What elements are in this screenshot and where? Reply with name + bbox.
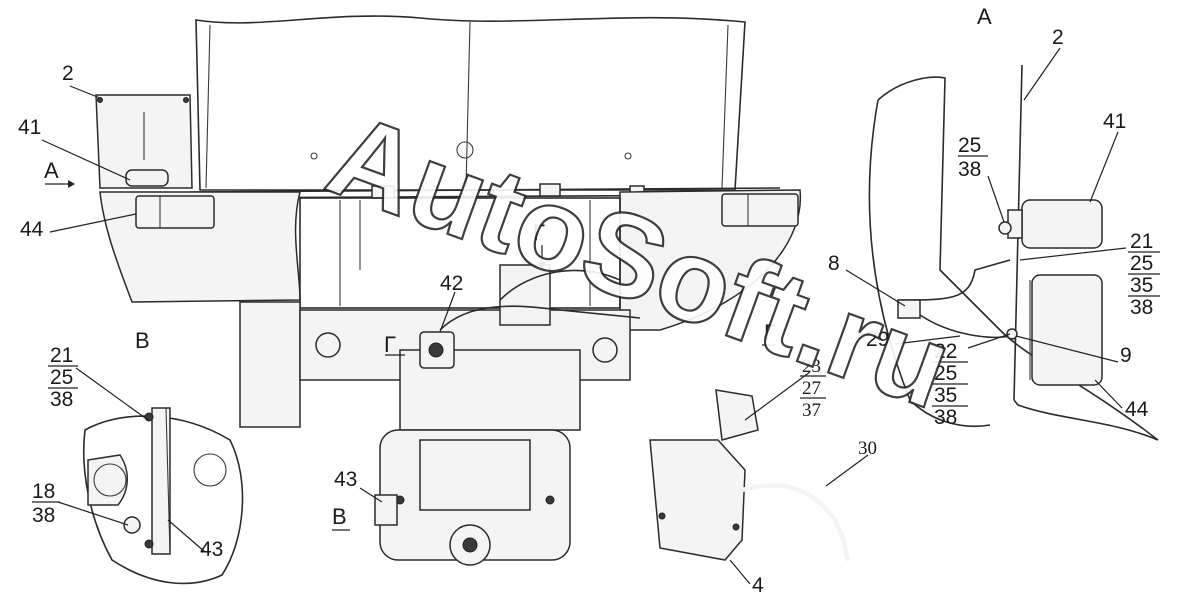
callout-9: 9 [1120, 344, 1132, 367]
callout-21-right: 21 [1130, 230, 1153, 253]
view-a-detail [868, 64, 1159, 441]
callout-2-left: 2 [62, 62, 74, 85]
callout-25-b: 25 [1130, 252, 1153, 275]
callout-29: 29 [866, 328, 889, 351]
arrow-label-v: В [332, 504, 347, 529]
callout-41-right: 41 [1103, 110, 1126, 133]
arrow-label-g-right: Г [764, 320, 776, 345]
callout-38-left: 38 [50, 388, 73, 411]
view-label-a-top: А [977, 4, 992, 29]
view-v-detail [82, 407, 244, 585]
callout-25-left: 25 [50, 366, 73, 389]
callout-underlines [32, 155, 1160, 503]
callout-43-main: 43 [334, 468, 357, 491]
callout-44-left: 44 [20, 218, 44, 241]
callout-22: 22 [934, 340, 957, 363]
callout-25-a: 25 [958, 134, 981, 157]
gearbox-housing [374, 429, 571, 566]
view-label-v: В [135, 328, 150, 353]
callout-2-right: 2 [1052, 26, 1064, 49]
callout-38-c: 38 [934, 406, 957, 429]
leader-lines [41, 47, 1127, 585]
callout-43-detail: 43 [200, 538, 223, 561]
actuator-unit [649, 389, 851, 561]
callout-41-left: 41 [18, 116, 41, 139]
callout-27: 27 [802, 378, 821, 399]
callout-44-right: 44 [1125, 398, 1149, 421]
arrow-label-a: А [44, 158, 59, 183]
callout-18: 18 [32, 480, 55, 503]
callout-38-b: 38 [1130, 296, 1153, 319]
callout-35-b: 35 [1130, 274, 1153, 297]
callout-42: 42 [440, 272, 463, 295]
chassis-frame [239, 197, 641, 431]
callout-25-c: 25 [934, 362, 957, 385]
callout-38-left2: 38 [32, 504, 55, 527]
callout-37: 37 [802, 400, 821, 421]
left-bracket-plate [95, 94, 193, 189]
arrow-label-g-left: Г [384, 332, 396, 357]
section-arrows [45, 180, 775, 531]
callout-35-c: 35 [934, 384, 957, 407]
arrow-label-g-top: Г [533, 220, 545, 245]
view-labels: А В А В Г Г Г [44, 4, 992, 529]
left-fender [99, 191, 301, 303]
right-fender [619, 189, 802, 331]
cab-rear-panel [195, 15, 746, 191]
callout-23: 23 [802, 356, 821, 377]
callout-21-left: 21 [50, 344, 73, 367]
callout-8: 8 [828, 252, 840, 275]
callout-38-a: 38 [958, 158, 981, 181]
callout-30: 30 [858, 438, 877, 459]
callout-4: 4 [752, 574, 764, 597]
callout-labels: 2 41 44 42 43 2 41 25 38 21 25 35 38 8 2… [18, 26, 1153, 597]
